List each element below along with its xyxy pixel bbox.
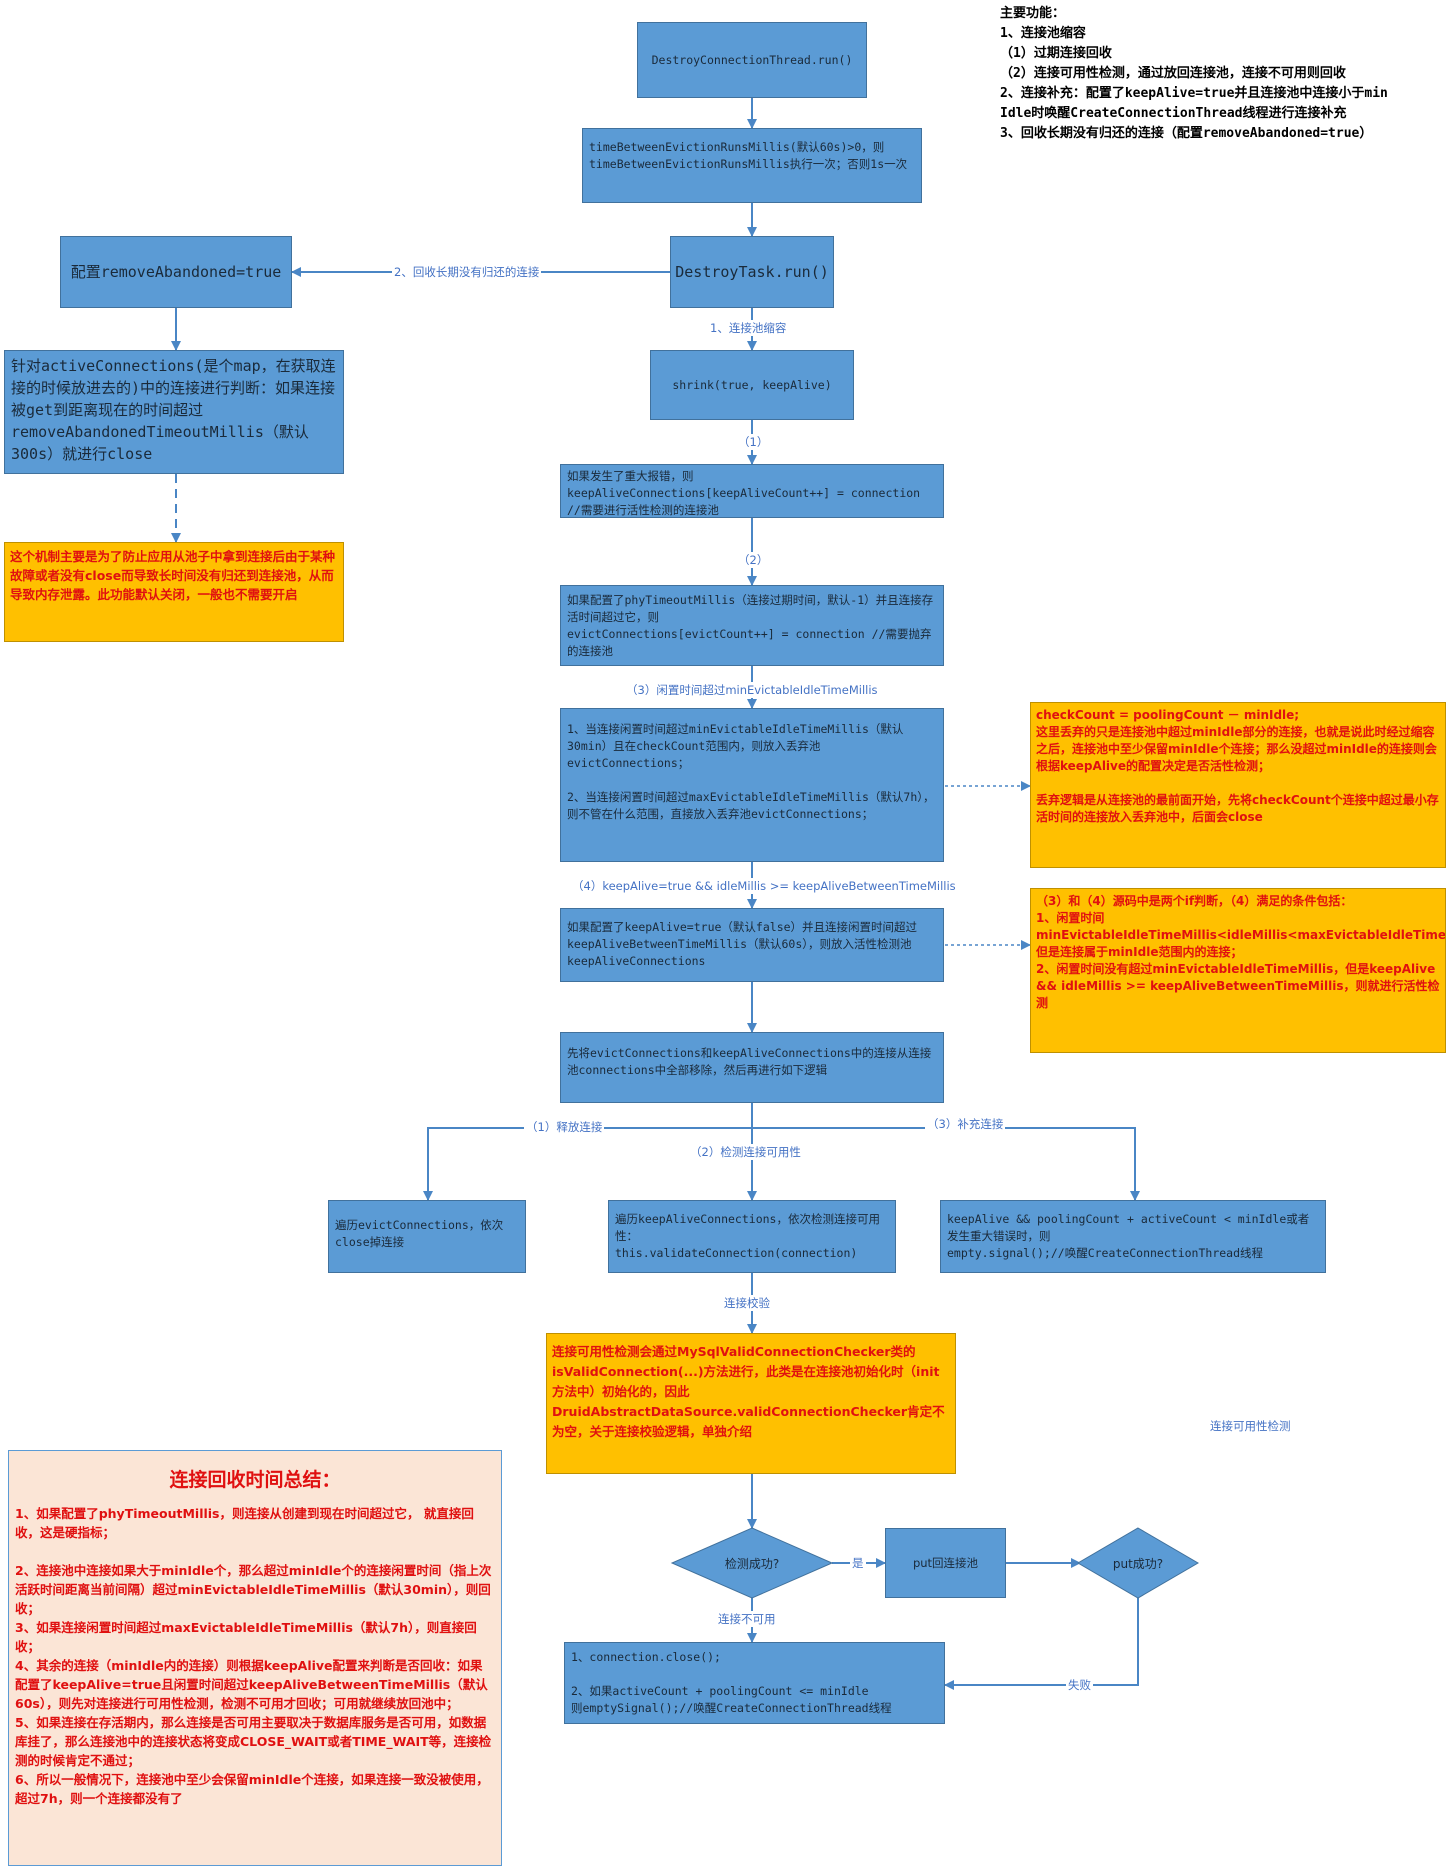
check-success-diamond bbox=[670, 1527, 834, 1599]
check-success-label: 检测成功? bbox=[724, 1557, 780, 1571]
put-success-label: put成功? bbox=[1112, 1557, 1164, 1571]
edge-label-validate: （2）检测连接可用性 bbox=[688, 1144, 803, 1160]
edge-label-replenish: （3）补充连接 bbox=[925, 1116, 1006, 1132]
destroy-thread-run-node: DestroyConnectionThread.run() bbox=[637, 22, 867, 98]
edge-label-recycle-abandoned: 2、回收长期没有归还的连接 bbox=[392, 264, 542, 280]
put-back-node: put回连接池 bbox=[885, 1528, 1006, 1598]
close-connection-node: 1、connection.close(); 2、如果activeCount + … bbox=[564, 1642, 945, 1724]
edge-label-step2: （2） bbox=[736, 552, 771, 568]
main-feature-item: 1、连接池缩容 bbox=[1000, 26, 1086, 41]
edge-label-step1: （1） bbox=[736, 434, 771, 450]
abandon-note: 这个机制主要是为了防止应用从池子中拿到连接后由于某种故障或者没有close而导致… bbox=[4, 542, 344, 642]
main-feature-item: （2）连接可用性检测，通过放回连接池，连接不可用则回收 bbox=[1000, 66, 1346, 81]
main-features-title: 主要功能： bbox=[1000, 6, 1066, 21]
main-feature-item: Idle时唤醒CreateConnectionThread线程进行连接补充 bbox=[1000, 106, 1347, 121]
edge-label-yes: 是 bbox=[850, 1555, 866, 1571]
arrow-remove-to-replenish bbox=[752, 1127, 1140, 1201]
main-features: 主要功能： 1、连接池缩容 （1）过期连接回收 （2）连接可用性检测，通过放回连… bbox=[1000, 4, 1445, 144]
close-evict-node: 遍历evictConnections，依次close掉连接 bbox=[328, 1200, 526, 1273]
put-success-diamond bbox=[1077, 1527, 1199, 1599]
remove-abandoned-config-node: 配置removeAbandoned=true bbox=[60, 236, 292, 308]
main-feature-item: 2、连接补充：配置了keepAlive=true并且连接池中连接小于min bbox=[1000, 86, 1388, 101]
keepalive-check-node: 如果配置了keepAlive=true（默认false）并且连接闲置时间超过ke… bbox=[560, 908, 944, 982]
replenish-node: keepAlive && poolingCount + activeCount … bbox=[940, 1200, 1326, 1273]
active-connections-check-node: 针对activeConnections(是个map，在获取连接的时候放进去的)中… bbox=[4, 350, 344, 474]
summary-title: 连接回收时间总结： bbox=[169, 1469, 341, 1491]
main-feature-item: 3、回收长期没有归还的连接（配置removeAbandoned=true） bbox=[1000, 126, 1373, 141]
validation-note: 连接可用性检测会通过MySqlValidConnectionChecker类的i… bbox=[546, 1333, 956, 1474]
main-feature-item: （1）过期连接回收 bbox=[1000, 46, 1112, 61]
edge-label-release: （1）释放连接 bbox=[524, 1119, 605, 1135]
edge-label-pool-shrink: 1、连接池缩容 bbox=[708, 320, 789, 336]
schedule-node: timeBetweenEvictionRunsMillis(默认60s)>0，则… bbox=[582, 128, 922, 203]
summary-panel: 连接回收时间总结： 1、如果配置了phyTimeoutMillis，则连接从创建… bbox=[8, 1450, 502, 1866]
idle-evict-node: 1、当连接闲置时间超过minEvictableIdleTimeMillis（默认… bbox=[560, 708, 944, 862]
edge-label-fail: 失败 bbox=[1066, 1677, 1093, 1693]
edge-label-step4: （4）keepAlive=true && idleMillis >= keepA… bbox=[570, 878, 958, 894]
edge-label-step3: （3）闲置时间超过minEvictableIdleTimeMillis bbox=[624, 682, 880, 698]
shrink-node: shrink(true, keepAlive) bbox=[650, 350, 854, 420]
arrow-put-fail-to-close bbox=[944, 1598, 1139, 1690]
condition-note: （3）和（4）源码中是两个if判断，（4）满足的条件包括： 1、闲置时间minE… bbox=[1030, 888, 1446, 1053]
availability-check-label: 连接可用性检测 bbox=[1210, 1419, 1291, 1433]
edge-label-conn-verify: 连接校验 bbox=[722, 1295, 772, 1311]
fatal-error-node: 如果发生了重大报错，则 keepAliveConnections[keepAli… bbox=[560, 464, 944, 518]
remove-from-pool-node: 先将evictConnections和keepAliveConnections中… bbox=[560, 1032, 944, 1103]
summary-body: 1、如果配置了phyTimeoutMillis，则连接从创建到现在时间超过它， … bbox=[15, 1506, 492, 1806]
checkcount-note: checkCount = poolingCount － minIdle; 这里丢… bbox=[1030, 702, 1446, 868]
edge-label-unavailable: 连接不可用 bbox=[716, 1611, 778, 1627]
arrow-remove-to-close bbox=[423, 1127, 752, 1201]
destroy-task-run-node: DestroyTask.run() bbox=[670, 236, 834, 308]
phy-timeout-node: 如果配置了phyTimeoutMillis（连接过期时间，默认-1）并且连接存活… bbox=[560, 585, 944, 666]
validate-keepalive-node: 遍历keepAliveConnections，依次检测连接可用性： this.v… bbox=[608, 1200, 896, 1273]
